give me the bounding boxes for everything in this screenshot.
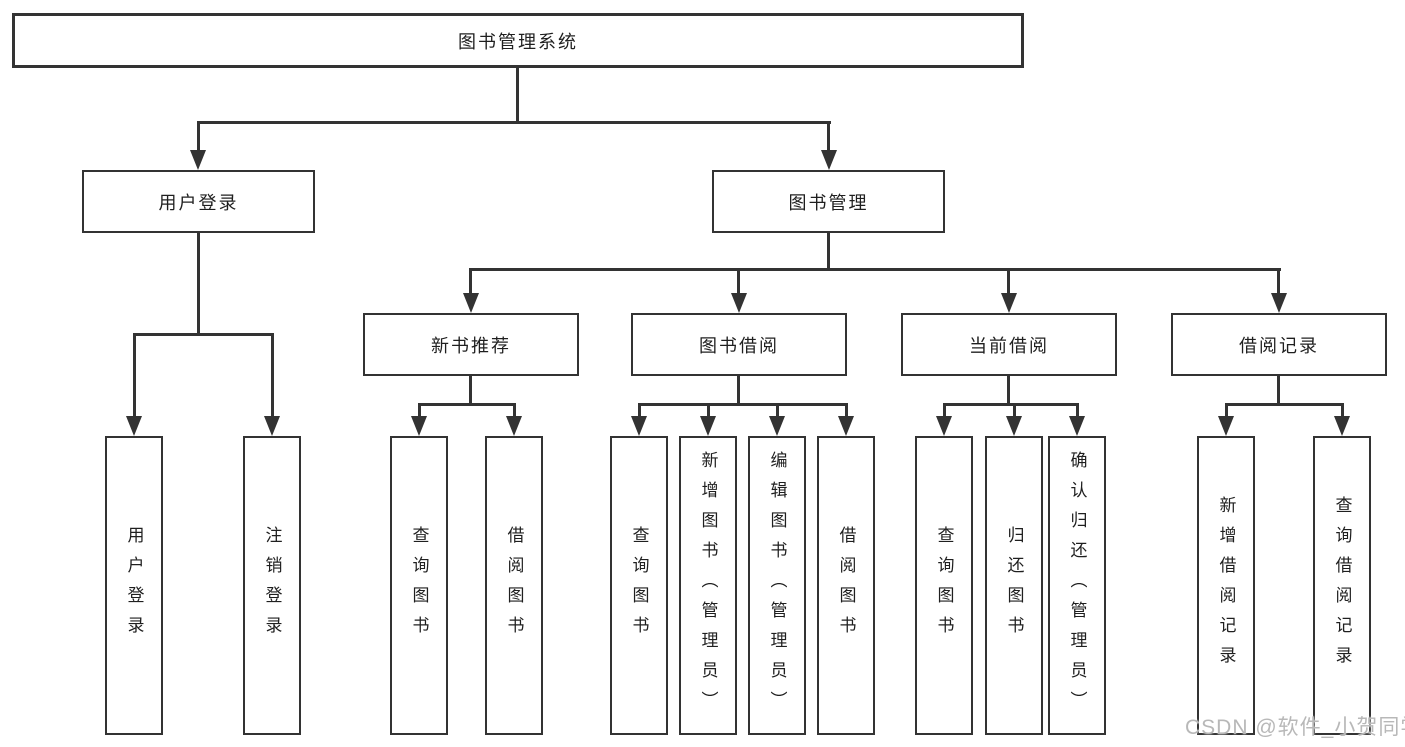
node-label: 注销登录 xyxy=(262,525,282,646)
node-label: 新书推荐 xyxy=(431,335,511,356)
connector-line xyxy=(638,403,641,418)
arrow-down-icon xyxy=(769,416,785,436)
watermark: CSDN @软件_小贺同学 xyxy=(1185,716,1405,739)
connector-line xyxy=(469,375,472,406)
arrow-down-icon xyxy=(411,416,427,436)
arrow-down-icon xyxy=(1271,293,1287,313)
connector-line xyxy=(707,403,710,418)
connector-line xyxy=(1225,403,1344,406)
node-label: 确认归还（管理员） xyxy=(1067,450,1087,721)
node-label: 借阅图书 xyxy=(504,525,524,646)
connector-line xyxy=(943,403,946,418)
leaf-add-books-admin: 新增图书（管理员） xyxy=(679,436,737,735)
connector-line xyxy=(845,403,848,418)
arrow-down-icon xyxy=(190,150,206,170)
leaf-edit-books-admin: 编辑图书（管理员） xyxy=(748,436,806,735)
node-user-login: 用户登录 xyxy=(82,170,315,233)
arrow-down-icon xyxy=(936,416,952,436)
leaf-add-borrowing-record: 新增借阅记录 xyxy=(1197,436,1255,735)
arrow-down-icon xyxy=(821,150,837,170)
connector-line xyxy=(469,268,1281,271)
node-label: 新增图书（管理员） xyxy=(698,450,718,721)
node-new-book-recommendation: 新书推荐 xyxy=(363,313,579,376)
connector-line xyxy=(469,268,472,295)
node-label: 新增借阅记录 xyxy=(1216,495,1236,676)
leaf-query-books-recommend: 查询图书 xyxy=(390,436,448,735)
arrow-down-icon xyxy=(126,416,142,436)
node-label: 借阅图书 xyxy=(836,525,856,646)
arrow-down-icon xyxy=(1334,416,1350,436)
node-current-borrowing: 当前借阅 xyxy=(901,313,1117,376)
connector-line xyxy=(943,403,1079,406)
node-label: 查询图书 xyxy=(629,525,649,646)
arrow-down-icon xyxy=(1069,416,1085,436)
node-label: 图书管理 xyxy=(788,192,869,213)
leaf-query-books-current: 查询图书 xyxy=(915,436,973,735)
arrow-down-icon xyxy=(264,416,280,436)
arrow-down-icon xyxy=(1218,416,1234,436)
connector-line xyxy=(197,232,200,335)
node-book-borrowing: 图书借阅 xyxy=(631,313,847,376)
leaf-logout-login: 注销登录 xyxy=(243,436,301,735)
arrow-down-icon xyxy=(1001,293,1017,313)
arrow-down-icon xyxy=(631,416,647,436)
node-label: 用户登录 xyxy=(158,192,239,213)
connector-line xyxy=(513,403,516,418)
connector-line xyxy=(737,375,740,406)
node-label: 查询图书 xyxy=(409,525,429,646)
node-label: 图书借阅 xyxy=(699,335,779,356)
connector-line xyxy=(1013,403,1016,418)
arrow-down-icon xyxy=(463,293,479,313)
node-book-management: 图书管理 xyxy=(712,170,945,233)
leaf-confirm-return-admin: 确认归还（管理员） xyxy=(1048,436,1106,735)
node-label: 图书管理系统 xyxy=(458,31,578,52)
connector-line xyxy=(737,268,740,295)
arrow-down-icon xyxy=(838,416,854,436)
leaf-query-borrowing-record: 查询借阅记录 xyxy=(1313,436,1371,735)
node-label: 用户登录 xyxy=(124,525,144,646)
leaf-return-books: 归还图书 xyxy=(985,436,1043,735)
connector-line xyxy=(133,333,274,336)
leaf-user-login: 用户登录 xyxy=(105,436,163,735)
node-label: 当前借阅 xyxy=(969,335,1049,356)
node-label: 借阅记录 xyxy=(1239,335,1319,356)
arrow-down-icon xyxy=(1006,416,1022,436)
connector-line xyxy=(418,403,516,406)
connector-line xyxy=(418,403,421,418)
node-label: 查询图书 xyxy=(934,525,954,646)
connector-line xyxy=(776,403,779,418)
connector-line xyxy=(1007,375,1010,406)
connector-line xyxy=(271,333,274,418)
node-label: 查询借阅记录 xyxy=(1332,495,1352,676)
node-label: 编辑图书（管理员） xyxy=(767,450,787,721)
leaf-query-books-borrowing: 查询图书 xyxy=(610,436,668,735)
arrow-down-icon xyxy=(700,416,716,436)
arrow-down-icon xyxy=(506,416,522,436)
connector-line xyxy=(1076,403,1079,418)
connector-line xyxy=(827,121,830,153)
connector-line xyxy=(1277,375,1280,406)
leaf-borrow-books-recommend: 借阅图书 xyxy=(485,436,543,735)
node-root: 图书管理系统 xyxy=(12,13,1024,68)
connector-line xyxy=(197,121,200,153)
node-label: 归还图书 xyxy=(1004,525,1024,646)
connector-line xyxy=(516,67,519,123)
connector-line xyxy=(827,232,830,271)
connector-line xyxy=(638,403,848,406)
arrow-down-icon xyxy=(731,293,747,313)
connector-line xyxy=(1007,268,1010,295)
connector-line xyxy=(1341,403,1344,418)
leaf-borrow-books-borrowing: 借阅图书 xyxy=(817,436,875,735)
connector-line xyxy=(197,121,831,124)
connector-line xyxy=(1225,403,1228,418)
connector-line xyxy=(1277,268,1280,295)
connector-line xyxy=(133,333,136,418)
node-borrowing-records: 借阅记录 xyxy=(1171,313,1387,376)
